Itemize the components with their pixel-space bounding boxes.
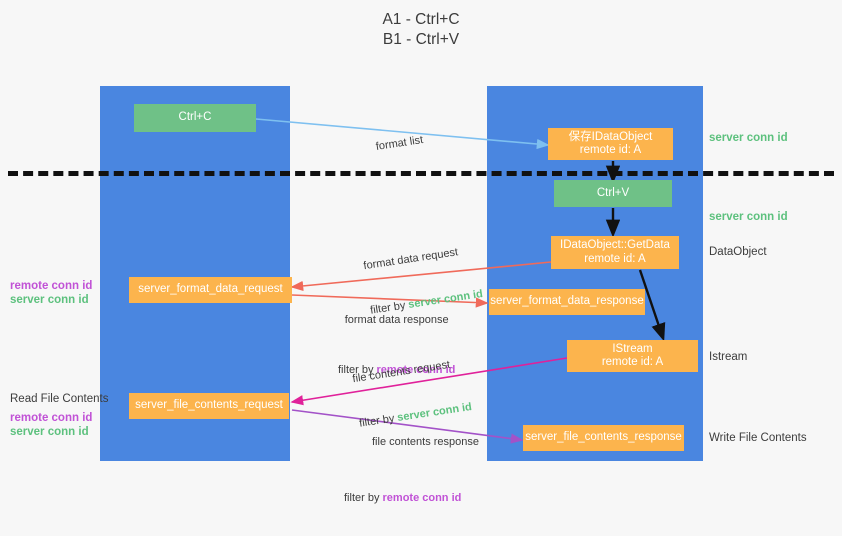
annotation-left-server-conn-id-1: server conn id <box>10 294 89 306</box>
diagram-title: A1 - Ctrl+C B1 - Ctrl+V <box>382 11 460 48</box>
arrow-getdata-to-istream <box>638 269 666 342</box>
node-ctrl-c[interactable]: Ctrl+C <box>134 104 256 132</box>
filter-value-remote-conn-id: remote conn id <box>376 364 456 376</box>
filter-prefix: filter by <box>338 364 377 376</box>
annotation-left-remote-conn-id-1: remote conn id <box>10 280 93 292</box>
edge-label-file-contents-response-line1: file contents response <box>372 436 480 448</box>
edge-label-file-contents-response-line2: filter by remote conn id <box>344 491 479 506</box>
edge-label-format-data-response-line1: format data response <box>344 314 449 326</box>
filter-value-remote-conn-id: remote conn id <box>382 492 462 504</box>
filter-prefix: filter by <box>344 492 383 504</box>
arrow-format-list <box>255 118 550 150</box>
edge-label-format-data-response: format data response filter by remote co… <box>338 283 455 408</box>
edge-label-file-contents-response: file contents response filter by remote … <box>344 405 479 536</box>
annotation-left-read-file-contents: Read File Contents <box>10 393 109 405</box>
node-idataobject-getdata[interactable]: IDataObject::GetData remote id: A <box>551 236 679 269</box>
annotation-right-write-file-contents: Write File Contents <box>709 432 807 444</box>
node-server-file-contents-response[interactable]: server_file_contents_response <box>523 425 684 451</box>
edge-label-format-list-line1: format list <box>375 134 424 153</box>
arrow-file-contents-request <box>290 357 568 406</box>
annotation-right-istream: Istream <box>709 351 748 363</box>
node-istream[interactable]: IStream remote id: A <box>567 340 698 372</box>
annotation-right-server-conn-id-2: server conn id <box>709 211 788 223</box>
node-server-format-data-response[interactable]: server_format_data_response <box>489 289 645 315</box>
diagram-canvas: A1 - Ctrl+C B1 - Ctrl+V A1 remote B1 con… <box>8 11 834 504</box>
arrow-format-data-response <box>291 294 489 308</box>
annotation-right-server-conn-id-1: server conn id <box>709 132 788 144</box>
node-save-idataobject[interactable]: 保存IDataObject remote id: A <box>548 128 673 160</box>
arrow-file-contents-response <box>291 409 524 444</box>
arrow-layer <box>255 118 666 444</box>
phase-divider <box>8 171 834 176</box>
annotation-right-dataobject: DataObject <box>709 246 767 258</box>
edge-label-format-data-response-line2: filter by remote conn id <box>338 363 455 378</box>
annotation-left-remote-conn-id-2: remote conn id <box>10 412 93 424</box>
node-server-format-data-request[interactable]: server_format_data_request <box>129 277 292 303</box>
node-server-file-contents-request[interactable]: server_file_contents_request <box>129 393 289 419</box>
arrow-format-data-request <box>290 261 552 292</box>
node-ctrl-v[interactable]: Ctrl+V <box>554 180 672 207</box>
edge-label-file-contents-request-line1: file contents request <box>351 358 451 386</box>
annotation-left-server-conn-id-2: server conn id <box>10 426 89 438</box>
edge-label-format-data-request-line1: format data request <box>362 246 459 273</box>
